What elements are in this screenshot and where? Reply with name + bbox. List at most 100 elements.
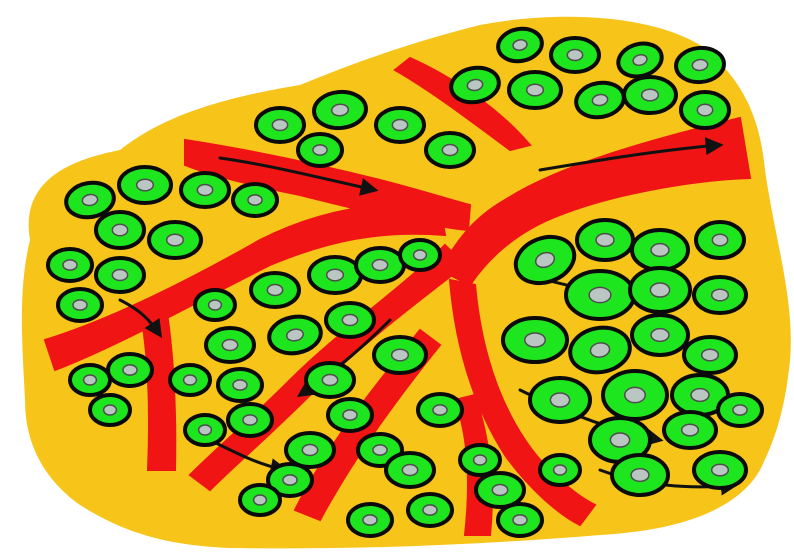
nucleus-icon	[222, 340, 237, 351]
nucleus-icon	[554, 465, 567, 475]
nucleus-icon	[691, 389, 709, 402]
nucleus-icon	[682, 424, 699, 436]
cell-icon	[386, 453, 434, 487]
nucleus-icon	[167, 234, 184, 246]
nucleus-icon	[642, 89, 659, 101]
cell-icon	[206, 328, 254, 362]
cell-icon	[48, 249, 92, 281]
nucleus-icon	[112, 224, 127, 236]
nucleus-icon	[474, 455, 487, 465]
cell-icon	[218, 369, 262, 401]
nucleus-icon	[525, 333, 545, 347]
nucleus-icon	[73, 300, 87, 310]
cell-icon	[170, 365, 210, 395]
cell-icon	[306, 363, 354, 397]
nucleus-icon	[84, 375, 97, 385]
nucleus-icon	[527, 84, 544, 96]
cell-icon	[476, 473, 524, 507]
nucleus-icon	[414, 250, 427, 260]
cell-icon	[664, 412, 716, 448]
cell-icon	[181, 173, 229, 207]
cell-icon	[348, 504, 392, 536]
cell-icon	[460, 445, 500, 475]
nucleus-icon	[248, 195, 262, 205]
cell-icon	[603, 371, 667, 419]
nucleus-icon	[702, 349, 719, 361]
nucleus-icon	[596, 234, 614, 247]
nucleus-icon	[712, 464, 729, 476]
cell-icon	[509, 72, 561, 108]
nucleus-icon	[137, 179, 154, 191]
cell-icon	[426, 133, 474, 167]
cell-icon	[228, 404, 272, 436]
nucleus-icon	[63, 260, 77, 270]
cell-icon	[298, 134, 342, 166]
nucleus-icon	[123, 365, 137, 375]
nucleus-icon	[442, 145, 457, 156]
cell-icon	[696, 222, 744, 258]
nucleus-icon	[651, 244, 669, 257]
cell-icon	[233, 184, 277, 216]
cell-icon	[408, 494, 452, 526]
nucleus-icon	[423, 505, 437, 515]
cell-icon	[540, 455, 580, 485]
cell-icon	[630, 268, 690, 312]
cell-icon	[356, 248, 404, 282]
cell-icon	[96, 212, 144, 248]
nucleus-icon	[254, 495, 267, 505]
nucleus-icon	[327, 269, 344, 281]
nucleus-icon	[373, 445, 387, 455]
cell-icon	[551, 38, 599, 72]
nucleus-icon	[267, 285, 282, 296]
cell-icon	[108, 354, 152, 386]
nucleus-icon	[492, 485, 507, 496]
nucleus-icon	[104, 405, 117, 415]
nucleus-icon	[712, 289, 729, 301]
cell-icon	[718, 394, 762, 426]
cell-icon	[96, 258, 144, 292]
nucleus-icon	[313, 145, 327, 155]
nucleus-icon	[433, 405, 447, 415]
cell-icon	[566, 271, 634, 319]
cell-icon	[577, 220, 633, 260]
nucleus-icon	[402, 465, 417, 476]
nucleus-icon	[199, 425, 212, 435]
nucleus-icon	[513, 515, 527, 525]
nucleus-icon	[610, 433, 629, 447]
nucleus-icon	[233, 380, 247, 390]
cell-icon	[632, 315, 688, 355]
nucleus-icon	[697, 104, 712, 116]
cell-icon	[256, 108, 304, 142]
nucleus-icon	[392, 120, 407, 131]
cell-icon	[309, 257, 361, 293]
cell-icon	[119, 167, 171, 203]
nucleus-icon	[650, 283, 669, 297]
cell-icon	[70, 365, 110, 395]
nucleus-icon	[567, 50, 582, 61]
cell-icon	[684, 337, 736, 373]
nucleus-icon	[283, 475, 297, 485]
cell-icon	[376, 108, 424, 142]
cell-icon	[400, 240, 440, 270]
cell-icon	[694, 277, 746, 313]
cell-icon	[240, 485, 280, 515]
cell-icon	[58, 289, 102, 321]
cell-icon	[195, 290, 235, 320]
cell-icon	[612, 455, 668, 495]
nucleus-icon	[209, 300, 222, 310]
nucleus-icon	[550, 393, 569, 407]
cell-icon	[694, 452, 746, 488]
nucleus-icon	[342, 315, 357, 326]
nucleus-icon	[184, 375, 197, 385]
nucleus-icon	[322, 375, 337, 386]
cell-icon	[503, 318, 567, 362]
nucleus-icon	[272, 120, 287, 131]
nucleus-icon	[392, 349, 409, 361]
cell-icon	[498, 504, 542, 536]
nucleus-icon	[631, 469, 649, 482]
cell-icon	[149, 222, 201, 258]
cell-icon	[251, 273, 299, 307]
nucleus-icon	[733, 405, 747, 415]
cell-icon	[286, 433, 334, 467]
